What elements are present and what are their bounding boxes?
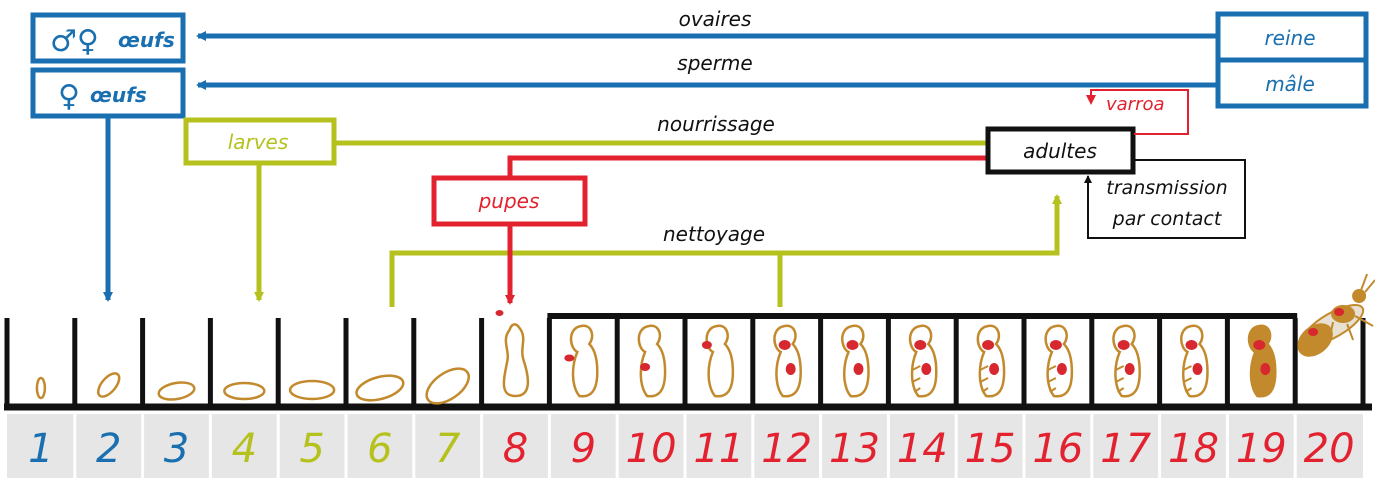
feeding-label: nourrissage — [657, 112, 775, 136]
varroa-mite-icon — [1334, 308, 1345, 316]
varroa-mite-icon — [846, 340, 859, 350]
pupa-legs-icon — [979, 365, 989, 393]
larva-icon — [288, 379, 336, 401]
bee-head-icon — [1352, 289, 1367, 303]
varroa-mite-icon — [1185, 340, 1198, 350]
pupa-legs-icon — [1047, 365, 1057, 393]
larva-icon — [425, 367, 470, 405]
day-label: 8 — [503, 426, 528, 472]
pupae-line — [507, 155, 988, 180]
sperm-label: sperme — [677, 51, 752, 75]
larva-icon — [157, 381, 196, 401]
bee-legs-icon — [1328, 273, 1375, 341]
eggs-both-label: œufs — [118, 28, 175, 52]
day-label: 14 — [897, 426, 948, 472]
varroa-mite-icon — [853, 363, 864, 375]
day-label: 18 — [1168, 426, 1219, 472]
larvae-label: larves — [228, 130, 289, 154]
contact-arrow — [1084, 159, 1246, 239]
varroa-mite-icon — [564, 354, 575, 362]
day-label: 15 — [965, 426, 1016, 472]
day-label: 3 — [164, 426, 189, 472]
male-box — [1215, 57, 1369, 109]
varroa-mite-icon — [1308, 328, 1319, 336]
varroa-mite-icon — [921, 363, 932, 375]
pupae-box — [431, 175, 588, 227]
day-label: 4 — [232, 426, 257, 472]
varroa-mite-icon — [914, 340, 927, 350]
varroa-mite-icon — [1192, 363, 1203, 375]
pupa-icon — [908, 324, 938, 398]
eggs-female-label: œufs — [90, 83, 147, 107]
pupa-icon — [976, 324, 1006, 398]
pupa-icon — [1112, 324, 1141, 398]
pupa-icon — [773, 324, 802, 398]
day-label: 6 — [367, 426, 392, 472]
egg-icon — [35, 376, 47, 400]
male-label: mâle — [1265, 72, 1315, 96]
pupa-legs-icon — [1183, 365, 1193, 393]
varroa-mite-icon — [1117, 340, 1130, 350]
day-label: 10 — [626, 426, 677, 472]
varroa-mite-icon — [701, 341, 712, 349]
cleaning-label: nettoyage — [663, 222, 765, 246]
bee-abdomen-icon — [1297, 323, 1333, 357]
varroa-mite-icon — [785, 363, 796, 375]
varroa-mite-icon — [495, 310, 504, 316]
varroa-mite-icon — [1253, 340, 1266, 350]
contact-label-2: par contact — [1112, 208, 1223, 230]
female-symbol: ♀ — [58, 79, 80, 114]
day-label: 19 — [1236, 426, 1287, 472]
day-label: 17 — [1100, 426, 1151, 472]
varroa-label: varroa — [1106, 94, 1165, 115]
pupa-icon — [637, 324, 667, 398]
adults-label: adultes — [1023, 139, 1097, 163]
day-label: 16 — [1032, 426, 1083, 472]
pupa-icon — [841, 324, 870, 398]
contact-label-1: transmission — [1106, 177, 1227, 199]
ovaries-label: ovaires — [679, 7, 752, 31]
day-label: 12 — [761, 426, 812, 472]
queen-box — [1215, 11, 1369, 63]
pupa-icon — [1247, 324, 1277, 398]
varroa-mite-icon — [1056, 363, 1067, 375]
pupa-icon — [1180, 324, 1209, 398]
pupa-icon — [1044, 324, 1074, 398]
day-label: 20 — [1304, 426, 1355, 472]
day-label: 13 — [829, 426, 880, 472]
day-label: 1 — [28, 426, 53, 472]
pupa-legs-icon — [1115, 365, 1125, 393]
larva-icon — [355, 374, 405, 402]
varroa-mite-icon — [640, 363, 651, 371]
varroa-mite-icon — [982, 340, 995, 350]
varroa-mite-icon — [1124, 363, 1135, 375]
eggs-both-box — [30, 12, 186, 64]
prepupa-icon — [502, 323, 530, 398]
day-label: 11 — [693, 426, 744, 472]
male-female-symbols: ♂♀ — [50, 24, 99, 59]
pupa-icon — [569, 324, 599, 398]
varroa-mite-icon — [989, 363, 1000, 375]
adults-box — [985, 126, 1136, 175]
varroa-mite-icon — [1049, 340, 1062, 350]
cleaning-line — [389, 194, 1062, 307]
varroa-mite-icon — [1260, 363, 1271, 375]
varroa-loop-arrow — [1086, 89, 1189, 135]
day-label: 7 — [435, 426, 461, 472]
queen-label: reine — [1264, 26, 1315, 50]
egg-icon — [96, 372, 121, 398]
day-label: 2 — [96, 426, 121, 472]
day-label: 5 — [299, 426, 324, 472]
larva-icon — [223, 381, 266, 401]
varroa-mite-icon — [778, 340, 791, 350]
eggs-female-box — [30, 67, 186, 119]
pupa-icon — [705, 324, 735, 398]
larvae-box — [183, 117, 337, 166]
pupae-label: pupes — [478, 189, 540, 213]
day-label: 9 — [571, 426, 596, 472]
pupa-legs-icon — [911, 365, 921, 393]
